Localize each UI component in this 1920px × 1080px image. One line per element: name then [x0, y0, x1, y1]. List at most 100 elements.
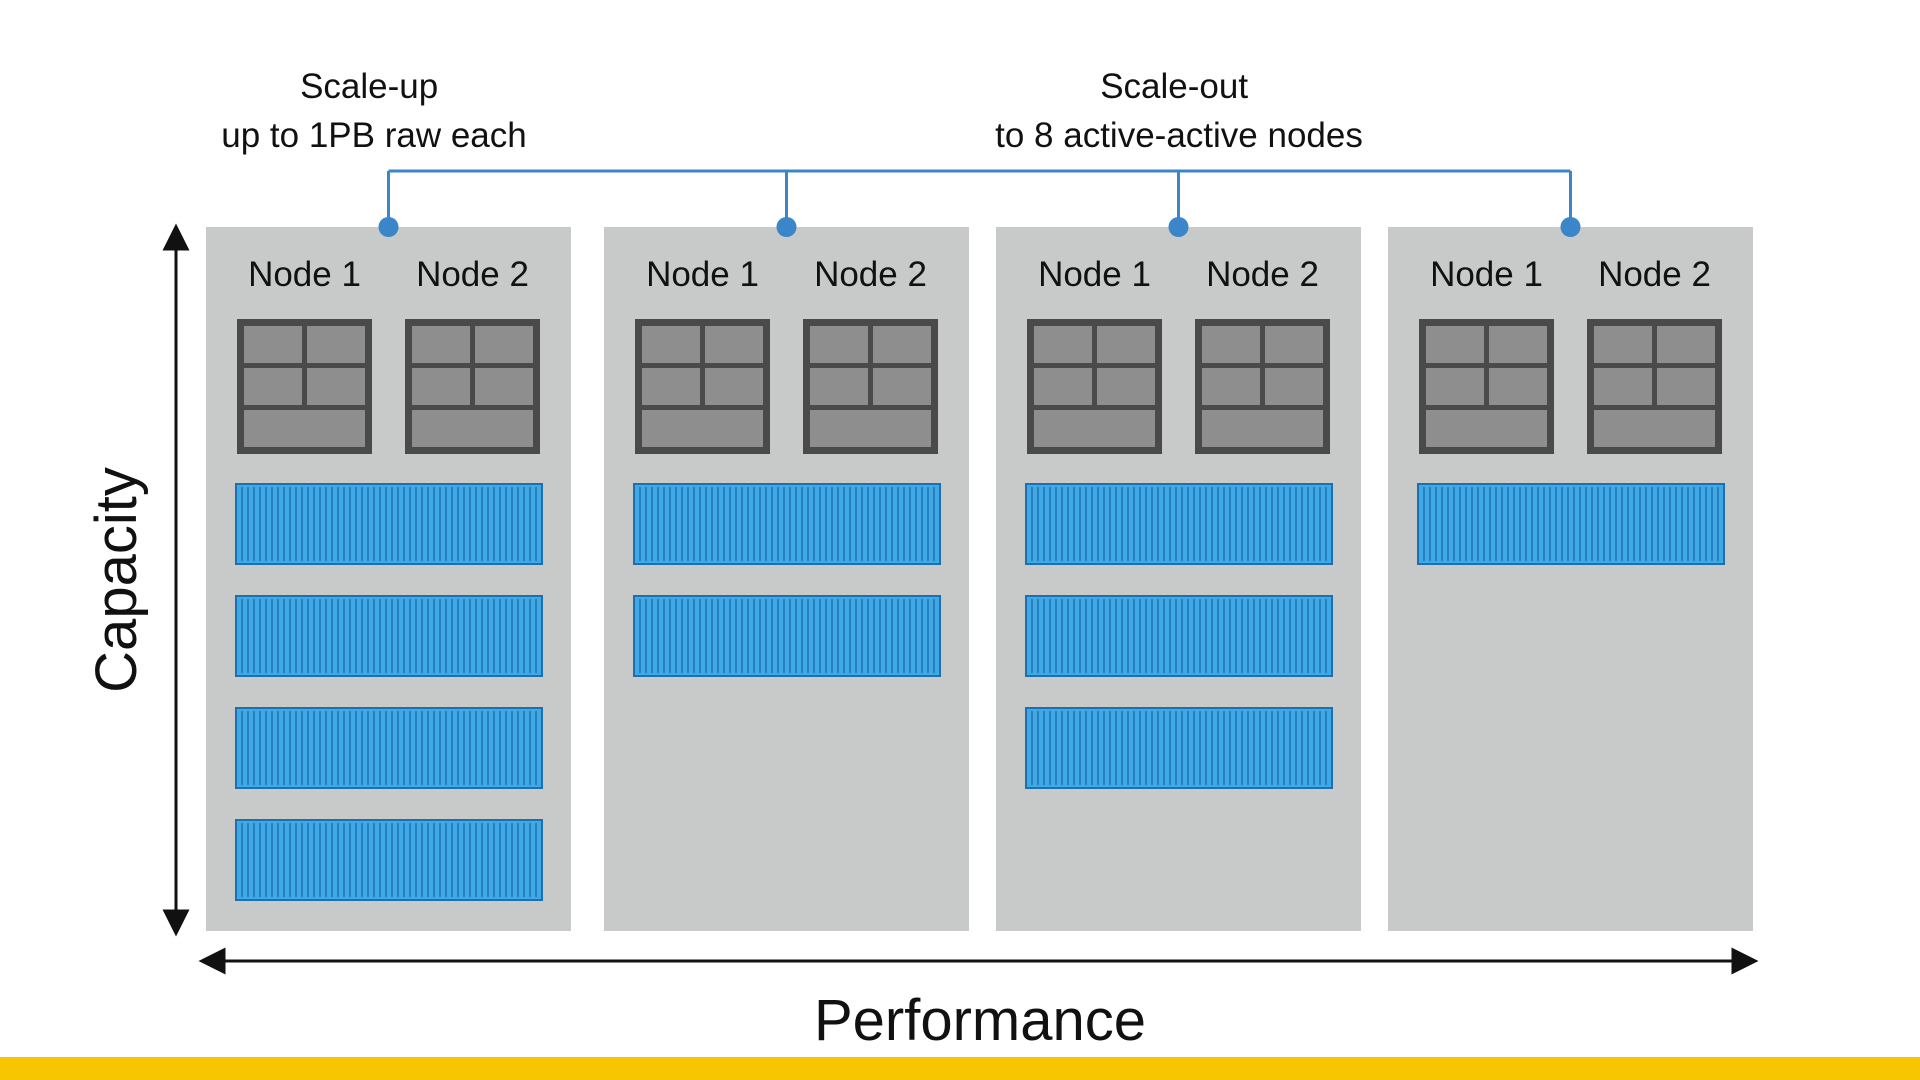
bottom-accent-bar — [0, 1057, 1920, 1080]
shelf-drive-stripes — [241, 711, 537, 785]
scale-up-title: Scale-up — [300, 67, 438, 106]
node-drive-slot — [642, 326, 700, 363]
node-drive-slot — [307, 368, 365, 405]
node-label: Node 1 — [646, 255, 759, 294]
node-label: Node 1 — [1430, 255, 1543, 294]
shelf-drive-stripes — [241, 599, 537, 673]
shelf-drive-stripes — [1031, 487, 1327, 561]
shelf-body — [1025, 595, 1333, 677]
cluster-panel-1: Node 1 Node 2 — [206, 227, 571, 931]
capacity-axis-label: Capacity — [84, 467, 149, 693]
node-drive-slot — [705, 326, 763, 363]
scale-up-subtitle: up to 1PB raw each — [221, 116, 526, 155]
shelf-drive-stripes — [639, 487, 935, 561]
node-drive-slot — [1489, 326, 1547, 363]
node-drive-slot — [475, 326, 533, 363]
cluster-panel-4: Node 1 Node 2 — [1388, 227, 1753, 931]
controller-node-icon — [237, 319, 372, 454]
expansion-shelf — [633, 595, 941, 677]
node-drive-slot — [1034, 326, 1092, 363]
scale-out-subtitle: to 8 active-active nodes — [995, 116, 1363, 155]
shelf-body — [633, 483, 941, 565]
shelf-drive-stripes — [1031, 711, 1327, 785]
node-drive-slot — [873, 326, 931, 363]
node-drive-slot — [1657, 368, 1715, 405]
node-drive-slot — [1489, 368, 1547, 405]
node-drive-slot — [412, 368, 470, 405]
node-drive-slot — [244, 326, 302, 363]
controller-node-icon — [1195, 319, 1330, 454]
node-drive-slot — [244, 368, 302, 405]
controller-node-icon — [635, 319, 770, 454]
node-drive-slot — [810, 410, 931, 447]
shelf-body — [633, 595, 941, 677]
node-drive-slot — [810, 368, 868, 405]
cluster-panel-3: Node 1 Node 2 — [996, 227, 1361, 931]
node-drive-slot — [642, 410, 763, 447]
expansion-shelf — [633, 483, 941, 565]
connector-dot — [776, 217, 797, 237]
controller-node-icon — [1587, 319, 1722, 454]
shelf-body — [1025, 483, 1333, 565]
shelf-body — [235, 819, 543, 901]
performance-axis-label: Performance — [814, 988, 1146, 1053]
node-drive-slot — [412, 326, 470, 363]
node-drive-slot — [412, 410, 533, 447]
shelf-body — [235, 483, 543, 565]
shelf-body — [235, 595, 543, 677]
expansion-shelf — [235, 595, 543, 677]
node-drive-slot — [1594, 326, 1652, 363]
expansion-shelf — [1025, 595, 1333, 677]
expansion-shelf — [1025, 483, 1333, 565]
node-drive-slot — [1426, 410, 1547, 447]
node-drive-slot — [1426, 368, 1484, 405]
node-drive-slot — [307, 326, 365, 363]
node-label: Node 2 — [1206, 255, 1319, 294]
node-drive-slot — [873, 368, 931, 405]
node-drive-slot — [1594, 410, 1715, 447]
shelf-body — [1417, 483, 1725, 565]
scale-out-title: Scale-out — [1100, 67, 1248, 106]
node-drive-slot — [1594, 368, 1652, 405]
node-drive-slot — [1202, 326, 1260, 363]
connector-dot — [378, 217, 399, 237]
connector-dot — [1168, 217, 1189, 237]
node-drive-slot — [1202, 368, 1260, 405]
shelf-drive-stripes — [241, 823, 537, 897]
connector-dot — [1560, 217, 1581, 237]
expansion-shelf — [1417, 483, 1725, 565]
node-drive-slot — [1265, 326, 1323, 363]
controller-node-icon — [1027, 319, 1162, 454]
scale-out-label: Scale-out to 8 active-active nodes — [995, 67, 1363, 155]
node-label: Node 2 — [814, 255, 927, 294]
node-drive-slot — [244, 410, 365, 447]
shelf-drive-stripes — [1423, 487, 1719, 561]
expansion-shelf — [235, 707, 543, 789]
node-drive-slot — [642, 368, 700, 405]
node-label: Node 1 — [248, 255, 361, 294]
node-label: Node 1 — [1038, 255, 1151, 294]
expansion-shelf — [235, 483, 543, 565]
node-drive-slot — [1202, 410, 1323, 447]
node-label: Node 2 — [416, 255, 529, 294]
node-drive-slot — [475, 368, 533, 405]
expansion-shelf — [235, 819, 543, 901]
node-drive-slot — [1097, 326, 1155, 363]
controller-node-icon — [1419, 319, 1554, 454]
scale-out-connector — [378, 169, 1581, 237]
node-drive-slot — [1034, 368, 1092, 405]
shelf-drive-stripes — [1031, 599, 1327, 673]
node-drive-slot — [705, 368, 763, 405]
node-label: Node 2 — [1598, 255, 1711, 294]
node-drive-slot — [1265, 368, 1323, 405]
shelf-body — [1025, 707, 1333, 789]
cluster-panel-2: Node 1 Node 2 — [604, 227, 969, 931]
node-drive-slot — [1426, 326, 1484, 363]
node-drive-slot — [1034, 410, 1155, 447]
node-drive-slot — [810, 326, 868, 363]
controller-node-icon — [405, 319, 540, 454]
shelf-drive-stripes — [639, 599, 935, 673]
